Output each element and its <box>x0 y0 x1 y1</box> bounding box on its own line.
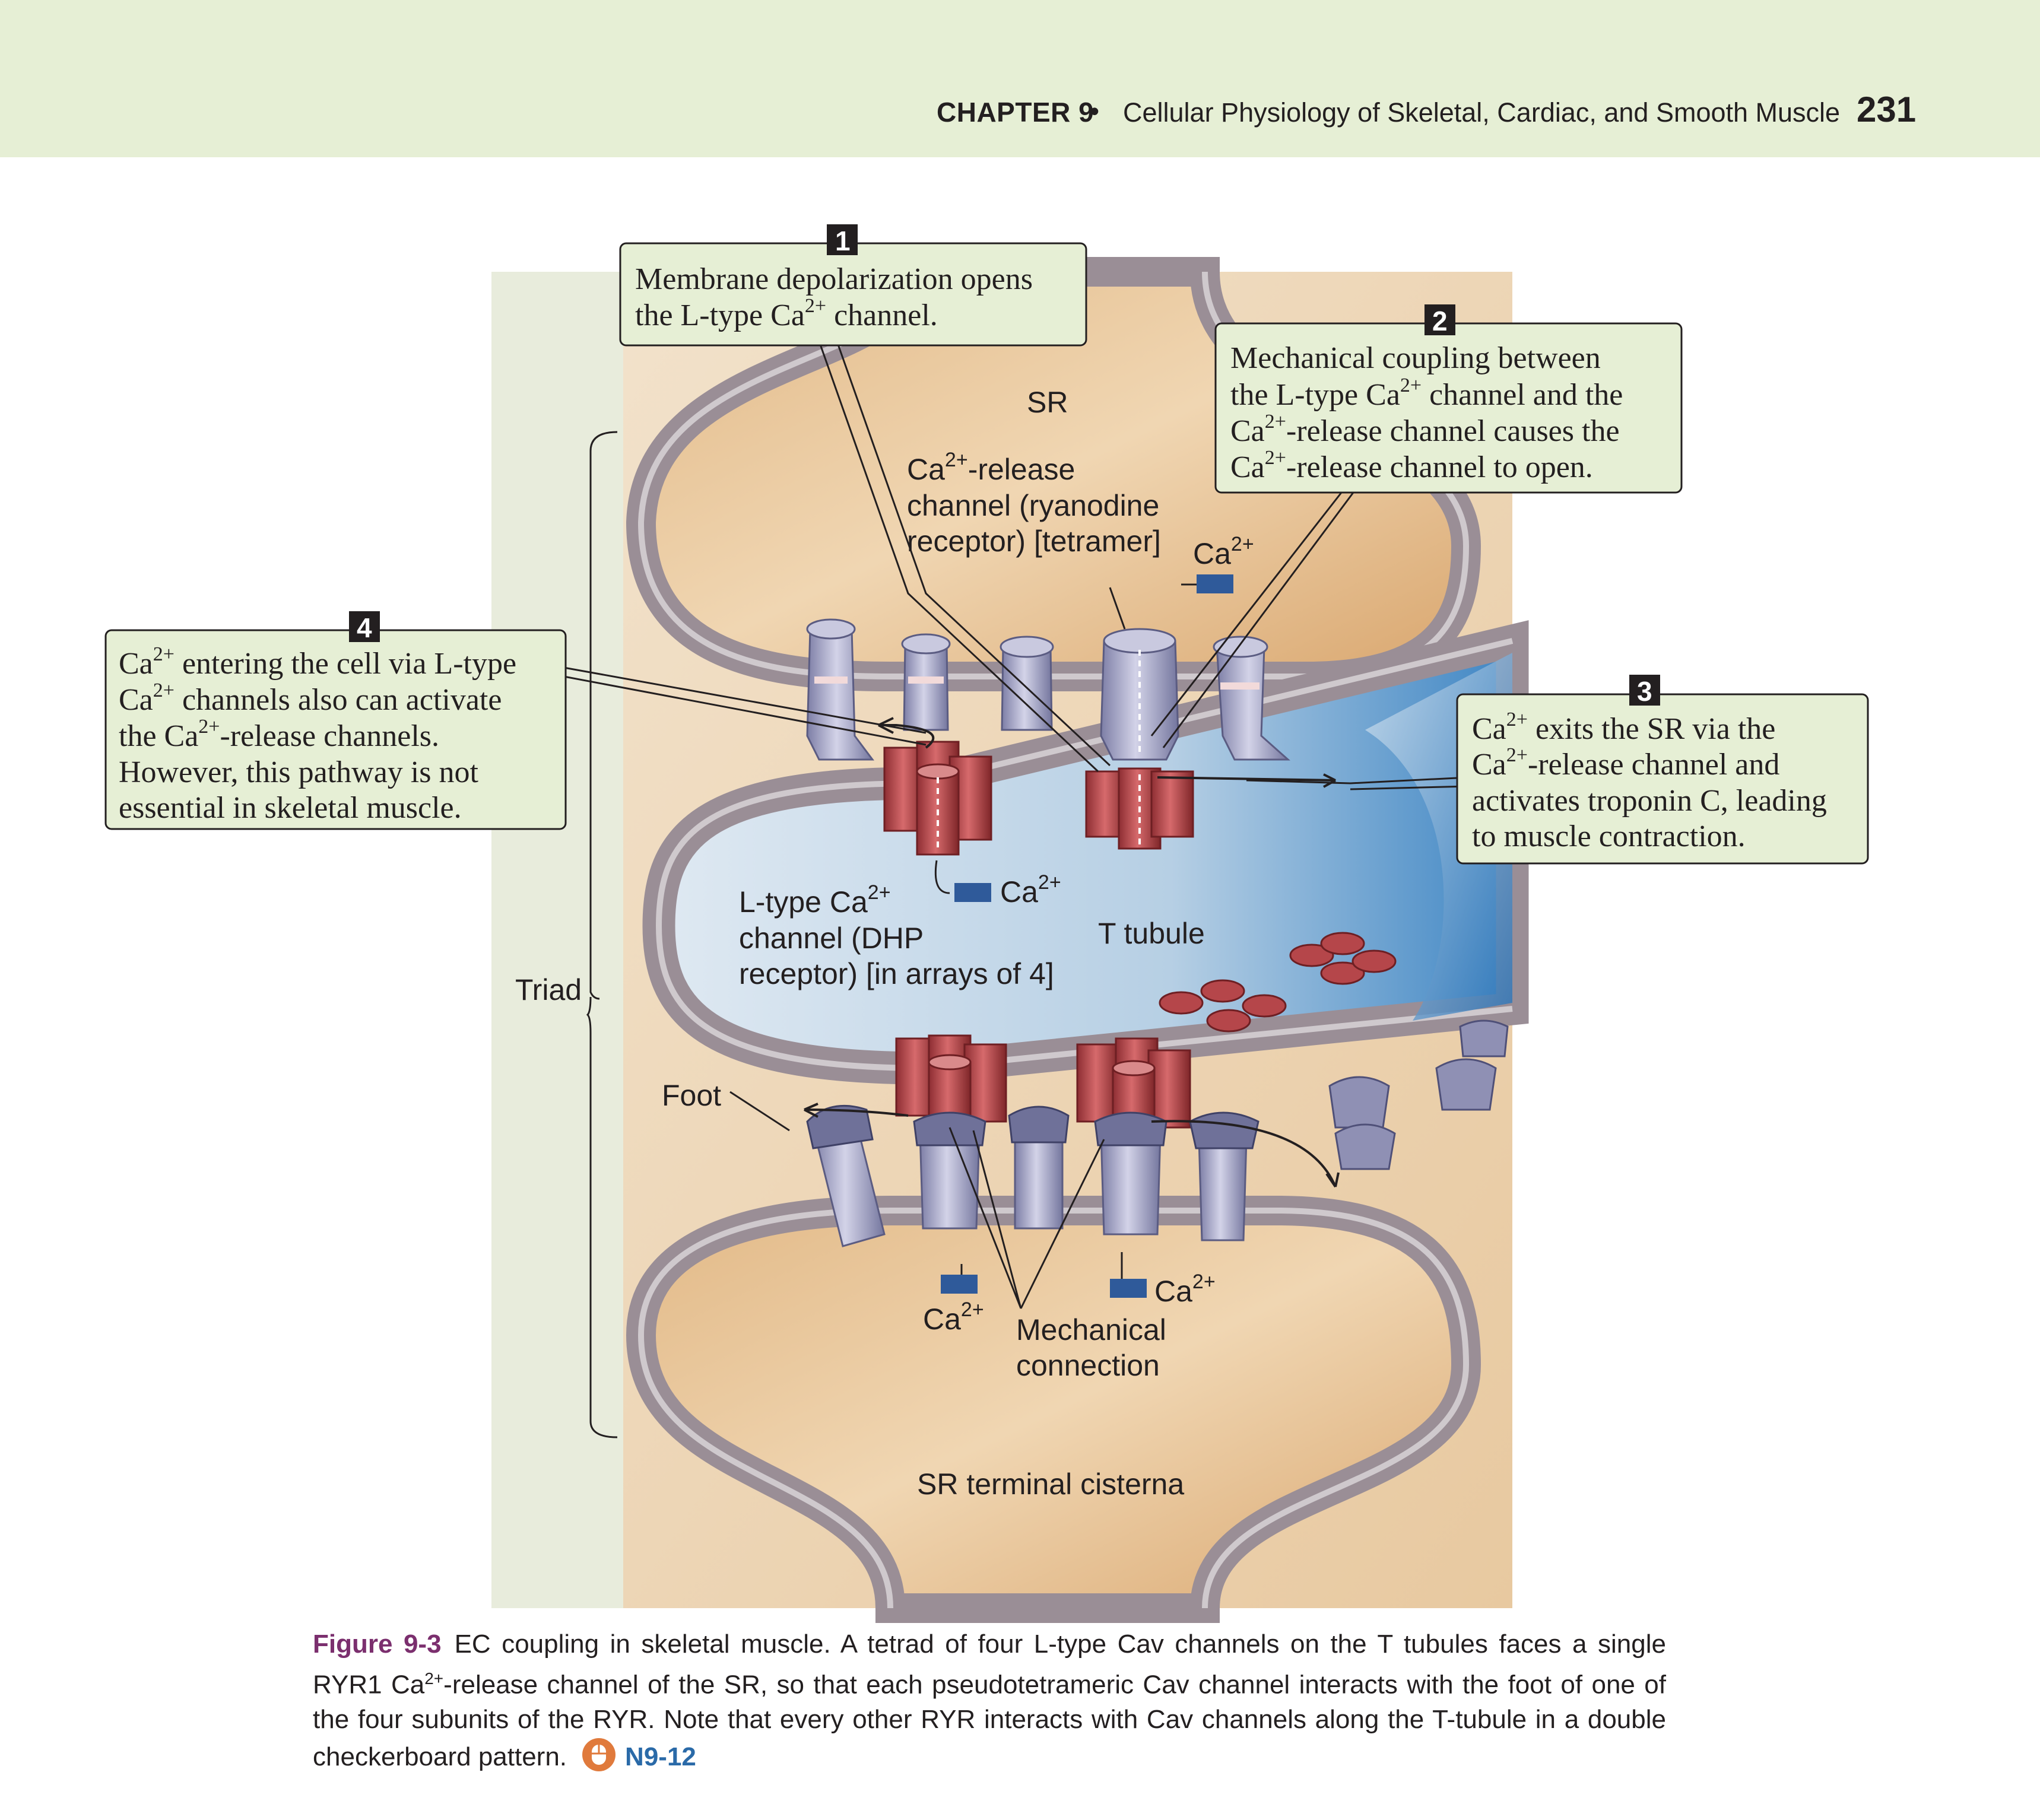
step-3-line4: to muscle contraction. <box>1472 820 1746 853</box>
dhp-array-upper-right <box>1085 767 1194 850</box>
ca-ion-bottom-left <box>941 1275 978 1294</box>
step-2-number: 2 <box>1432 306 1448 336</box>
t-tubule-membrane-stripe <box>655 638 1514 1072</box>
ca-bottom-right-label: Ca2+ <box>1154 1270 1216 1308</box>
header-bullet: • <box>1090 96 1100 126</box>
step-3-line1: Ca2+ exits the SR via the <box>1472 709 1775 746</box>
step-2-line2: the L-type Ca2+ channel and the <box>1230 374 1623 412</box>
step-4-line2: Ca2+ channels also can activate <box>119 679 502 717</box>
ca-mid-label: Ca2+ <box>1000 871 1061 909</box>
release-channel-label-line2: channel (ryanodine <box>907 489 1159 522</box>
ryr-channel <box>913 1111 986 1230</box>
step-1-line2: the L-type Ca2+ channel. <box>635 295 938 332</box>
caption-text-b: -release channel of the SR, so that each… <box>313 1670 1666 1771</box>
sr-label: SR <box>1027 386 1068 419</box>
lower-sr-membrane-stripe <box>637 1208 1470 1609</box>
step-4-line3: the Ca2+-release channels. <box>119 716 439 753</box>
step-4-line5: essential in skeletal muscle. <box>119 791 462 825</box>
leader-lines <box>563 341 1470 1438</box>
ltype-channel-label-line3: receptor) [in arrays of 4] <box>739 957 1054 990</box>
ca-ion-bottom-right <box>1110 1279 1147 1298</box>
ryr-channel <box>1094 1111 1167 1235</box>
foot-label: Foot <box>662 1079 721 1112</box>
step-3-line3: activates troponin C, leading <box>1472 784 1827 818</box>
ryr-channel <box>806 618 874 761</box>
ryr-channel <box>1008 1106 1070 1230</box>
page-number: 231 <box>1857 90 1917 129</box>
caption-link[interactable]: N9-12 <box>625 1742 696 1771</box>
step-1-number: 1 <box>835 225 851 256</box>
mechanical-connection-label-line2: connection <box>1016 1349 1160 1382</box>
ca-ion-top <box>1197 574 1233 593</box>
callout-step-3: 3 Ca2+ exits the SR via the Ca2+-release… <box>1456 675 1869 865</box>
ca-ion-mid <box>954 883 991 902</box>
callout-step-4: 4 Ca2+ entering the cell via L-type Ca2+… <box>104 611 567 830</box>
dhp-array-upper-left <box>883 741 992 856</box>
release-channel-label: Ca2+-release <box>907 449 1075 486</box>
step-4-line1: Ca2+ entering the cell via L-type <box>119 643 516 681</box>
caption-text-a: EC coupling in skeletal muscle. A tetrad… <box>313 1630 1666 1700</box>
step-2-line3: Ca2+-release channel causes the <box>1230 411 1620 448</box>
callout-step-2: 2 Mechanical coupling between the L-type… <box>1214 304 1683 494</box>
ltype-channel-label: L-type Ca2+ <box>739 881 891 919</box>
mechanical-connection-label: Mechanical <box>1016 1313 1166 1346</box>
ryr-feet-background <box>1328 1019 1509 1170</box>
header-band <box>0 0 2040 157</box>
caption-sup: 2+ <box>424 1669 444 1688</box>
step-3-number: 3 <box>1637 676 1652 707</box>
ryr-channel <box>1213 636 1290 761</box>
step-4-number: 4 <box>357 612 372 643</box>
ryr-channel <box>901 633 951 731</box>
ryr-channel-active <box>1100 628 1179 761</box>
step-2-line1: Mechanical coupling between <box>1230 341 1601 375</box>
chapter-subtitle: Cellular Physiology of Skeletal, Cardiac… <box>1123 97 1841 128</box>
ca-top-label: Ca2+ <box>1193 533 1254 570</box>
arrows <box>804 717 1340 1188</box>
ryr-channel <box>1000 636 1054 731</box>
step-4-line4: However, this pathway is not <box>119 755 478 789</box>
release-channel-label-line3: receptor) [tetramer] <box>907 525 1161 558</box>
mouse-icon[interactable] <box>581 1737 617 1773</box>
ryr-lower-row <box>806 1104 1259 1247</box>
sr-terminal-cisterna-label: SR terminal cisterna <box>917 1468 1184 1501</box>
step-3-line2: Ca2+-release channel and <box>1472 744 1779 782</box>
ryr-foot <box>806 1104 886 1247</box>
triad-label: Triad <box>515 973 582 1006</box>
t-tubule-label: T tubule <box>1098 917 1205 950</box>
caption-label: Figure 9-3 <box>313 1630 442 1659</box>
step-1-line1: Membrane depolarization opens <box>635 262 1033 296</box>
ca-bottom-left-label: Ca2+ <box>923 1298 984 1336</box>
ltype-channel-label-line2: channel (DHP <box>739 922 924 955</box>
dhp-rings <box>1159 932 1397 1033</box>
chapter-label: CHAPTER 9 <box>937 97 1094 128</box>
step-2-line4: Ca2+-release channel to open. <box>1230 447 1593 484</box>
callout-step-1: 1 Membrane depolarization opens the L-ty… <box>619 224 1087 347</box>
